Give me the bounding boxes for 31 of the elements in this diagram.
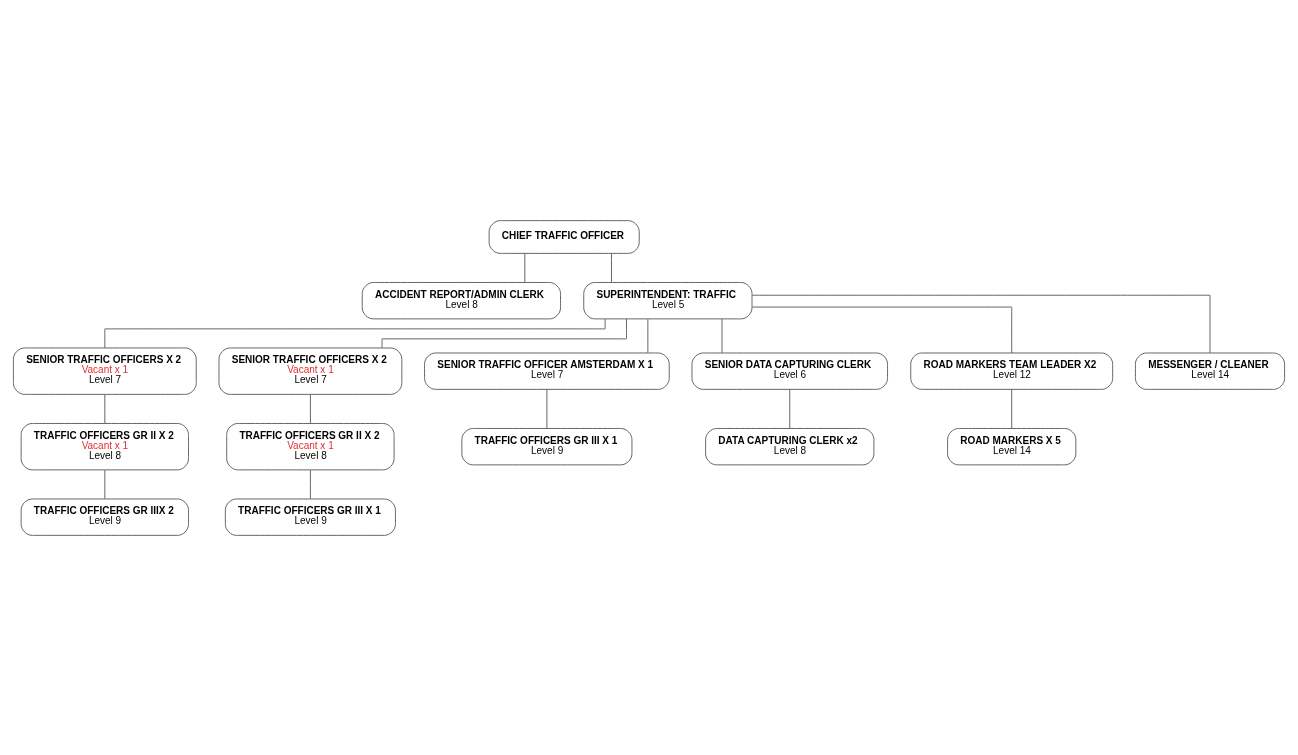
node-box: TRAFFIC OFFICERS GR IIIX 2 Level 9: [20, 498, 189, 536]
connector: [1011, 388, 1013, 429]
connector: [381, 317, 627, 348]
connector: [104, 393, 106, 424]
node-box: SENIOR TRAFFIC OFFICERS X 2 Vacant x 1 Level 7: [12, 347, 197, 395]
node-box: ACCIDENT REPORT/ADMIN CLERK Level 8: [361, 281, 561, 319]
node-box: MESSENGER / CLEANER Level 14: [1134, 352, 1286, 390]
node-box: TRAFFIC OFFICERS GR II X 2 Vacant x 1 Level 8: [20, 422, 189, 470]
connector: [721, 318, 723, 353]
node-box: SENIOR TRAFFIC OFFICER AMSTERDAM X 1 Level 7: [424, 352, 670, 390]
node-box: SUPERINTENDENT: TRAFFIC Level 5: [583, 281, 753, 319]
connector: [789, 388, 791, 429]
connector: [104, 469, 106, 499]
node-box: SENIOR DATA CAPTURING CLERK Level 6: [691, 352, 888, 390]
node-box: ROAD MARKERS X 5 Level 14: [947, 427, 1077, 465]
node-box: TRAFFIC OFFICERS GR II X 2 Vacant x 1 Level 8: [226, 422, 395, 470]
connector: [546, 388, 548, 429]
node-box: ROAD MARKERS TEAM LEADER X2 Level 12: [910, 352, 1114, 390]
connector: [611, 252, 612, 283]
connector: [104, 318, 606, 348]
node-box: DATA CAPTURING CLERK x2 Level 8: [705, 427, 875, 465]
connector: [524, 252, 526, 283]
connector: [751, 306, 1013, 353]
node-box: CHIEF TRAFFIC OFFICER: [488, 219, 640, 254]
connector: [647, 318, 649, 353]
connector: [751, 294, 1211, 353]
node-box: TRAFFIC OFFICERS GR III X 1 Level 9: [461, 427, 633, 465]
node-box: SENIOR TRAFFIC OFFICERS X 2 Vacant x 1 Level 7: [218, 347, 403, 395]
connector: [309, 469, 311, 499]
connector: [309, 393, 311, 424]
node-box: TRAFFIC OFFICERS GR III X 1 Level 9: [224, 498, 396, 536]
